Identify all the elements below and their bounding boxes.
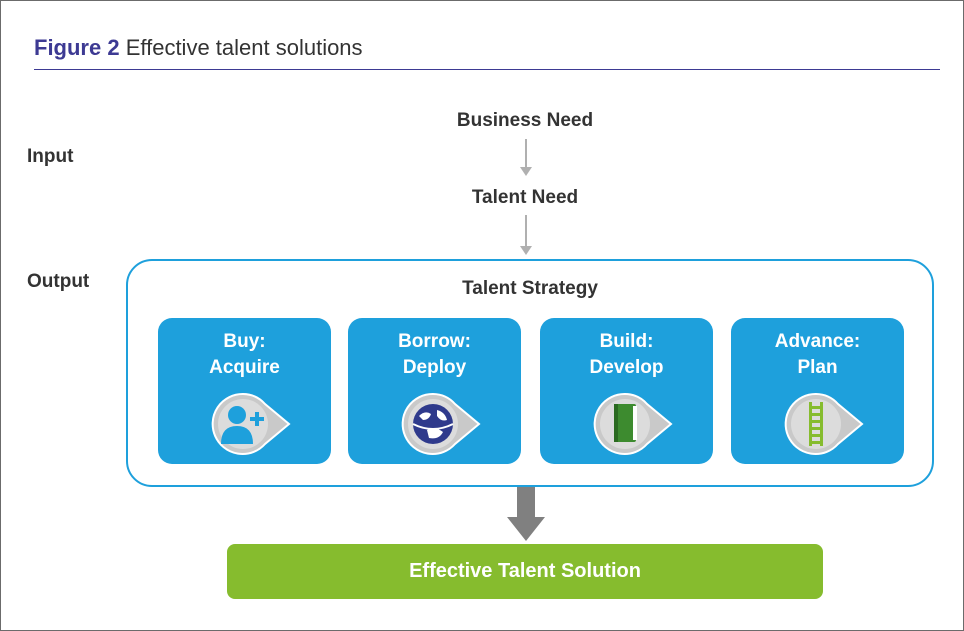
figure-caption: Effective talent solutions — [125, 35, 363, 60]
figure-number: Figure 2 — [34, 35, 120, 60]
talent-need-node: Talent Need — [471, 187, 579, 208]
option-title: Borrow: — [398, 331, 471, 352]
option-card-borrow: Borrow: Deploy — [348, 318, 521, 464]
option-card-advance: Advance: Plan — [731, 318, 904, 464]
ladder-icon — [784, 392, 864, 455]
option-subtitle: Acquire — [209, 357, 280, 378]
option-card-buy: Buy: Acquire — [158, 318, 331, 464]
option-subtitle: Deploy — [402, 357, 467, 378]
down-arrow-1 — [520, 139, 532, 176]
title-divider — [34, 69, 940, 70]
down-arrow-large — [507, 487, 545, 541]
business-need-node: Business Need — [456, 110, 594, 131]
option-card-build: Build: Develop — [540, 318, 713, 464]
talent-strategy-title: Talent Strategy — [462, 278, 598, 299]
globe-icon — [401, 392, 481, 455]
option-subtitle: Plan — [797, 357, 838, 378]
input-label: Input — [27, 146, 74, 167]
person-plus-icon — [211, 392, 291, 455]
option-subtitle: Develop — [589, 357, 664, 378]
talent-strategy-box: Talent Strategy Buy: Acquire Borrow: Dep… — [126, 259, 934, 487]
effective-talent-solution: Effective Talent Solution — [227, 544, 823, 599]
option-title: Build: — [599, 331, 654, 352]
figure-title: Figure 2 Effective talent solutions — [34, 35, 363, 61]
book-icon — [593, 392, 673, 455]
output-label: Output — [27, 271, 90, 292]
down-arrow-2 — [520, 215, 532, 255]
option-title: Buy: — [223, 331, 266, 352]
option-title: Advance: — [774, 331, 861, 352]
